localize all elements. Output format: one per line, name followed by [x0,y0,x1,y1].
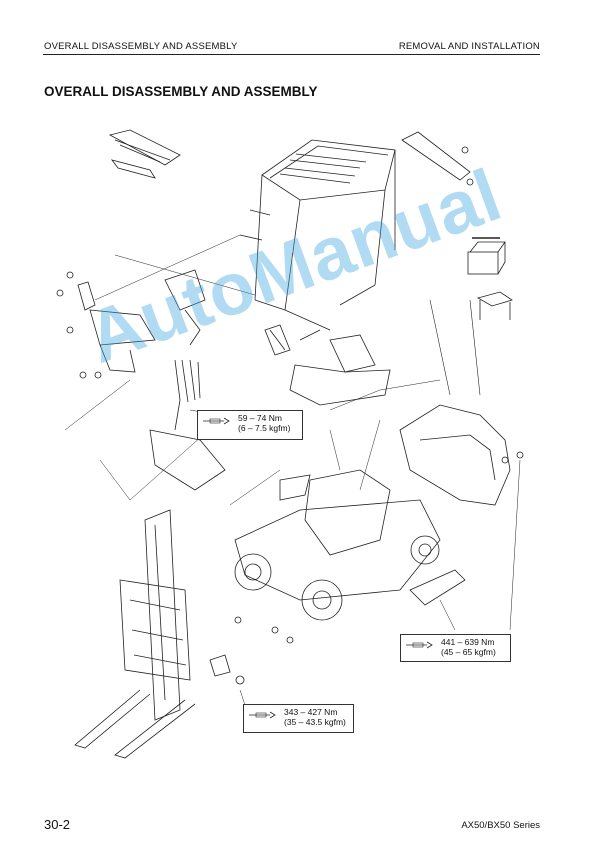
torque-spec-3-kgfm: (35 – 43.5 kgfm) [284,717,346,727]
seat [264,324,391,406]
counterweight [399,299,511,506]
torque-wrench-icon [249,711,276,719]
torque-spec-2-nm: 441 – 639 Nm [441,637,495,647]
torque-wrench-icon [406,641,433,649]
rear-panel [401,131,474,186]
header-section-title: OVERALL DISASSEMBLY AND ASSEMBLY [44,41,238,52]
torque-spec-1-nm: 59 – 74 Nm [238,413,282,423]
battery [467,237,513,320]
header-rule [43,54,540,55]
page-title: OVERALL DISASSEMBLY AND ASSEMBLY [44,84,318,99]
torque-spec-2: 441 – 639 Nm (45 – 65 kgfm) [400,634,511,662]
torque-spec-3: 343 – 427 Nm (35 – 43.5 kgfm) [243,704,354,733]
small-parts [56,271,524,685]
truck-frame [234,469,466,621]
torque-spec-2-kgfm: (45 – 65 kgfm) [441,647,496,657]
torque-spec-3-nm: 343 – 427 Nm [284,707,338,717]
series-name: AX50/BX50 Series [461,820,540,831]
page-number: 30-2 [44,817,71,832]
wiring-harness [149,359,226,491]
steering-column [89,269,206,373]
torque-spec-1: 59 – 74 Nm (6 – 7.5 kgfm) [197,410,303,440]
roof-panel [108,129,181,179]
header-chapter-title: REMOVAL AND INSTALLATION [398,41,540,52]
overhead-guard [239,139,396,331]
torque-wrench-icon [203,417,230,425]
torque-spec-1-kgfm: (6 – 7.5 kgfm) [238,423,291,433]
mast [74,509,196,759]
